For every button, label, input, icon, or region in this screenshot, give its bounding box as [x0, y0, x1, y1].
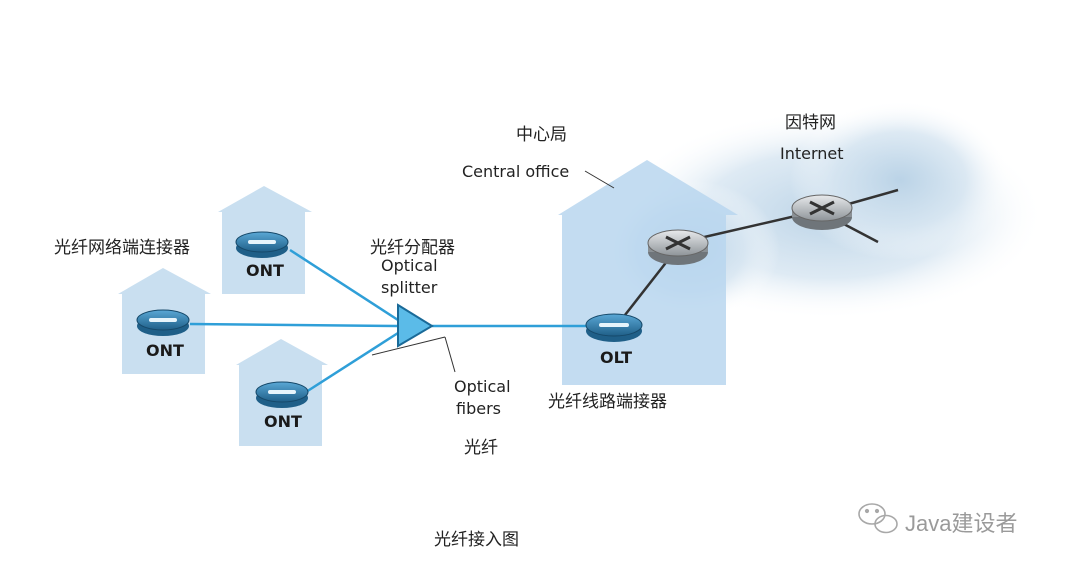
ont-label: ONT [146, 341, 184, 360]
ont-connector-label: 光纤网络端连接器 [54, 238, 190, 258]
diagram-caption: 光纤接入图 [434, 530, 519, 550]
fibers-label-zh: 光纤 [464, 438, 498, 458]
router-icon [647, 229, 709, 265]
internet-label-zh: 因特网 [785, 113, 836, 133]
olt-label: OLT [600, 348, 633, 367]
olt-device-icon [585, 313, 643, 342]
olt-label-zh: 光纤线路端接器 [548, 392, 667, 412]
internet-label-en: Internet [780, 144, 844, 163]
internet-links [624, 188, 899, 316]
splitter-label-en-line1: Optical [381, 256, 438, 275]
central-office-label-zh: 中心局 [516, 125, 567, 145]
central-office-label-en: Central office [462, 162, 570, 181]
optical-splitter-icon [397, 303, 434, 348]
fibers-label-en-line2: fibers [456, 399, 501, 418]
fibers-label-en-line1: Optical [454, 377, 511, 396]
optical-fibers [189, 248, 588, 394]
ont-device-icon [136, 309, 190, 336]
watermark-text: Java建设者 [905, 511, 1018, 536]
ont-label: ONT [246, 261, 284, 280]
leader-lines [371, 170, 615, 373]
ont-device-icon [255, 381, 309, 408]
wechat-icon [858, 503, 898, 534]
ont-device-icon [235, 231, 289, 258]
splitter-label-zh: 光纤分配器 [370, 238, 455, 258]
splitter-label-en-line2: splitter [381, 278, 438, 297]
ont-label: ONT [264, 412, 302, 431]
router-icon [791, 194, 853, 230]
